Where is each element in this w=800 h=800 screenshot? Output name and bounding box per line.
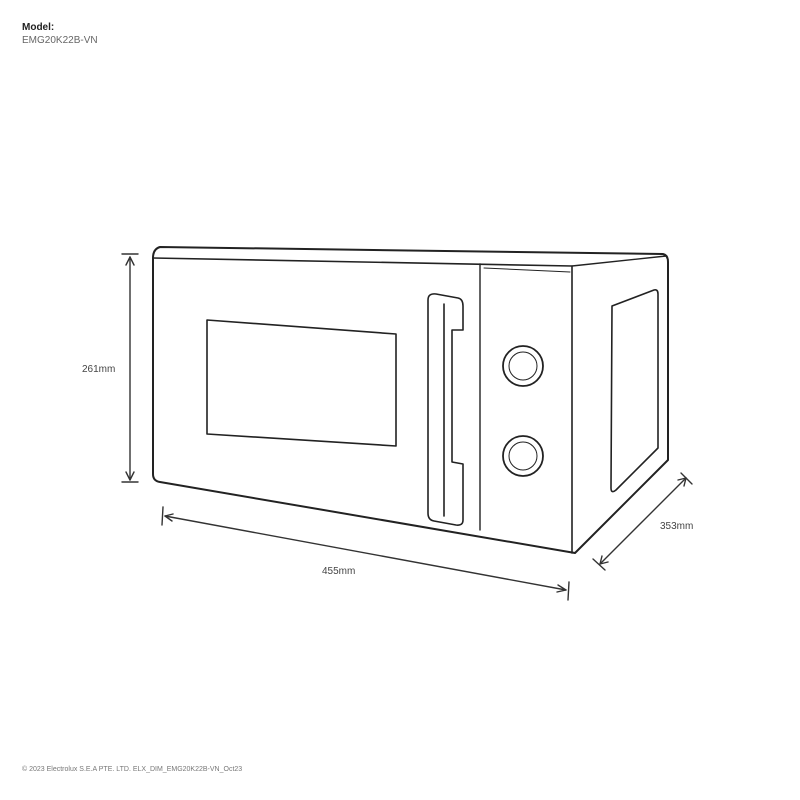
control-knob-timer: [502, 345, 544, 387]
door-handle: [427, 293, 464, 526]
model-label: Model:: [22, 22, 55, 33]
side-vent: [610, 289, 659, 493]
model-number: EMG20K22B-VN: [22, 35, 98, 46]
depth-dimension-label: 353mm: [660, 521, 694, 532]
copyright-footer: © 2023 Electrolux S.E.A PTE. LTD. ELX_DI…: [22, 766, 243, 773]
dimension-lines: [121, 253, 693, 601]
height-dimension-label: 261mm: [82, 364, 116, 375]
control-knob-power: [502, 435, 544, 477]
door-window: [206, 319, 397, 447]
width-dimension-label: 455mm: [322, 566, 356, 577]
microwave-body: [152, 246, 669, 554]
